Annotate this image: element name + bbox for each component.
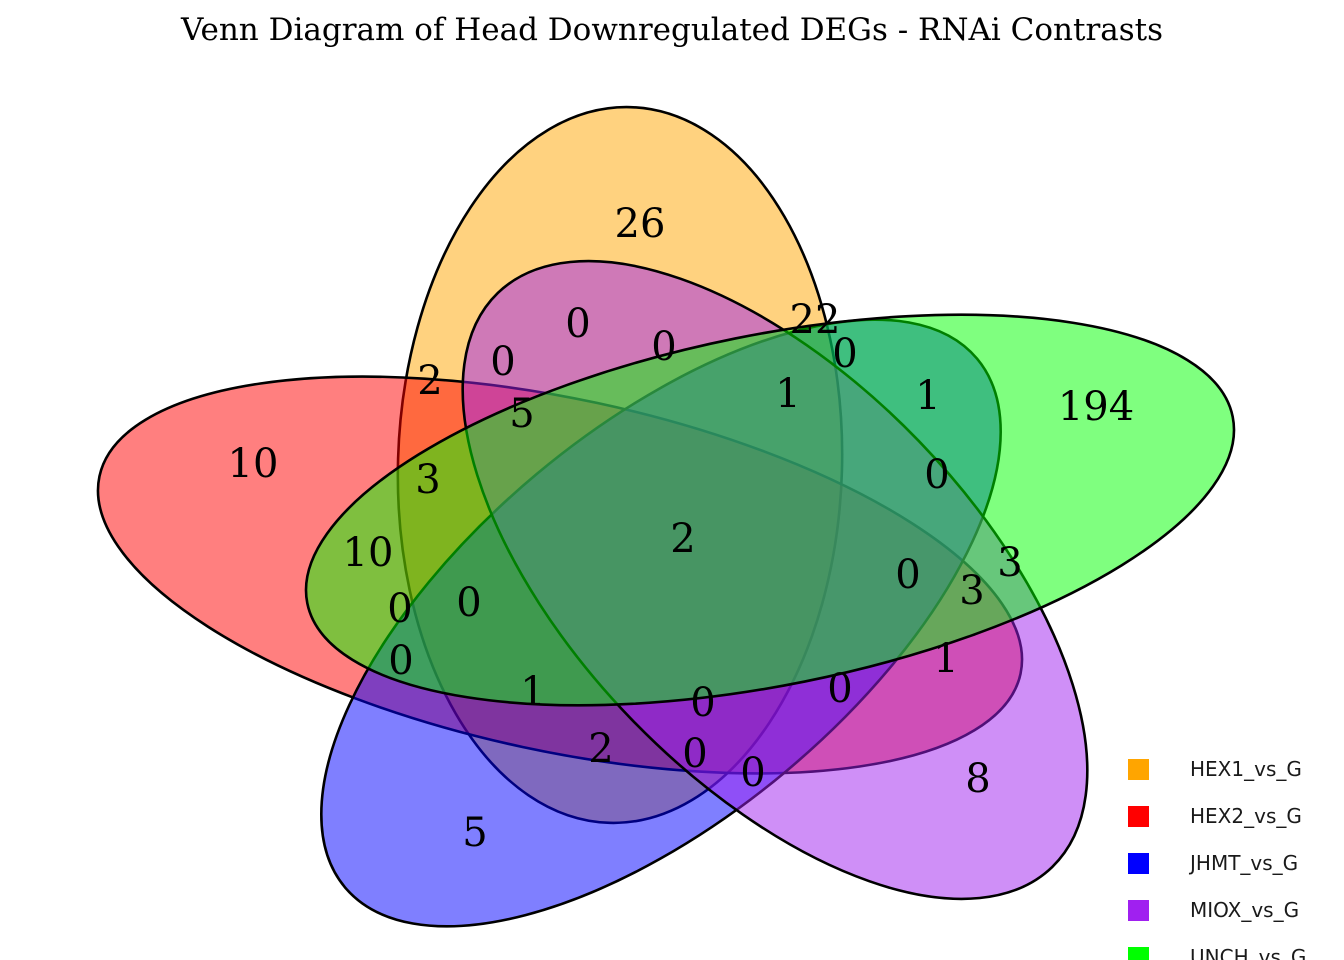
region-count-label: 10 [343, 530, 394, 576]
region-count-label: 22 [790, 297, 841, 343]
legend-label: UNCH_vs_G [1190, 945, 1307, 960]
region-count-label: 0 [690, 680, 715, 726]
legend-label: MIOX_vs_G [1190, 898, 1300, 922]
legend-label: HEX2_vs_G [1190, 804, 1302, 828]
region-count-label: 0 [682, 731, 707, 777]
region-count-label: 0 [388, 638, 413, 684]
legend-item-miox: MIOX_vs_G [1128, 898, 1306, 922]
region-count-label: 3 [959, 568, 984, 614]
legend-item-hex1: HEX1_vs_G [1128, 757, 1306, 781]
region-count-label: 10 [228, 441, 279, 487]
legend-item-jhmt: JHMT_vs_G [1128, 851, 1306, 875]
legend-swatch [1128, 852, 1149, 874]
region-count-label: 5 [462, 810, 487, 856]
region-count-label: 0 [832, 331, 857, 377]
region-count-label: 0 [740, 750, 765, 796]
legend-swatch [1128, 805, 1149, 827]
region-count-label: 5 [509, 391, 534, 437]
region-count-label: 0 [565, 301, 590, 347]
region-count-label: 1 [933, 636, 958, 682]
region-count-label: 1 [915, 373, 940, 419]
legend: HEX1_vs_G HEX2_vs_G JHMT_vs_G MIOX_vs_G … [1128, 757, 1307, 960]
legend-item-unch: UNCH_vs_G [1128, 945, 1307, 960]
region-count-label: 26 [615, 201, 666, 247]
region-count-label: 8 [965, 756, 990, 802]
legend-label: HEX1_vs_G [1190, 757, 1302, 781]
chart-title: Venn Diagram of Head Downregulated DEGs … [180, 12, 1164, 48]
region-count-label: 2 [417, 358, 442, 404]
region-count-label: 1 [520, 669, 545, 715]
region-count-label: 0 [651, 324, 676, 370]
region-count-label: 1 [775, 371, 800, 417]
region-count-label: 0 [456, 580, 481, 626]
legend-swatch [1128, 758, 1149, 780]
region-count-label: 0 [827, 666, 852, 712]
venn-ellipse-unch [304, 313, 1236, 707]
region-count-label: 3 [415, 457, 440, 503]
legend-label: JHMT_vs_G [1190, 851, 1299, 875]
region-count-label: 2 [670, 516, 695, 562]
legend-item-hex2: HEX2_vs_G [1128, 804, 1306, 828]
region-count-label: 0 [490, 339, 515, 385]
region-count-label: 0 [387, 586, 412, 632]
region-count-label: 0 [924, 452, 949, 498]
legend-swatch [1128, 946, 1149, 960]
region-count-label: 194 [1058, 384, 1134, 430]
region-count-label: 0 [895, 552, 920, 598]
venn-ellipses [96, 105, 1236, 928]
legend-swatch [1128, 899, 1149, 921]
region-count-label: 2 [588, 726, 613, 772]
region-count-label: 3 [997, 540, 1022, 586]
